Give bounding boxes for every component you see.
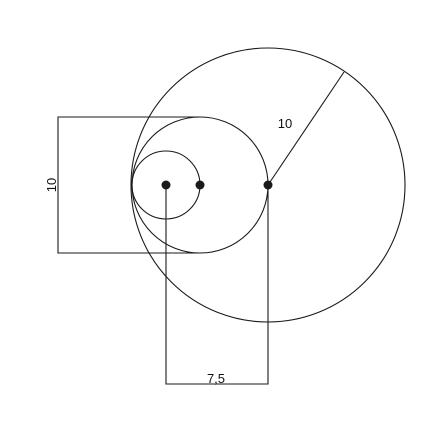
medium-circle-center-point [195, 180, 205, 190]
small-circle-center-point [161, 180, 171, 190]
large-radius-line [267, 71, 345, 186]
bottom-dimension-label: 7,5 [207, 371, 225, 386]
radius-label: 10 [278, 116, 292, 131]
bottom-dimension-bracket [165, 185, 269, 385]
large-circle-center-point [263, 180, 273, 190]
left-dimension-label: 10 [44, 178, 59, 192]
left-dimension-bracket [57, 116, 200, 254]
